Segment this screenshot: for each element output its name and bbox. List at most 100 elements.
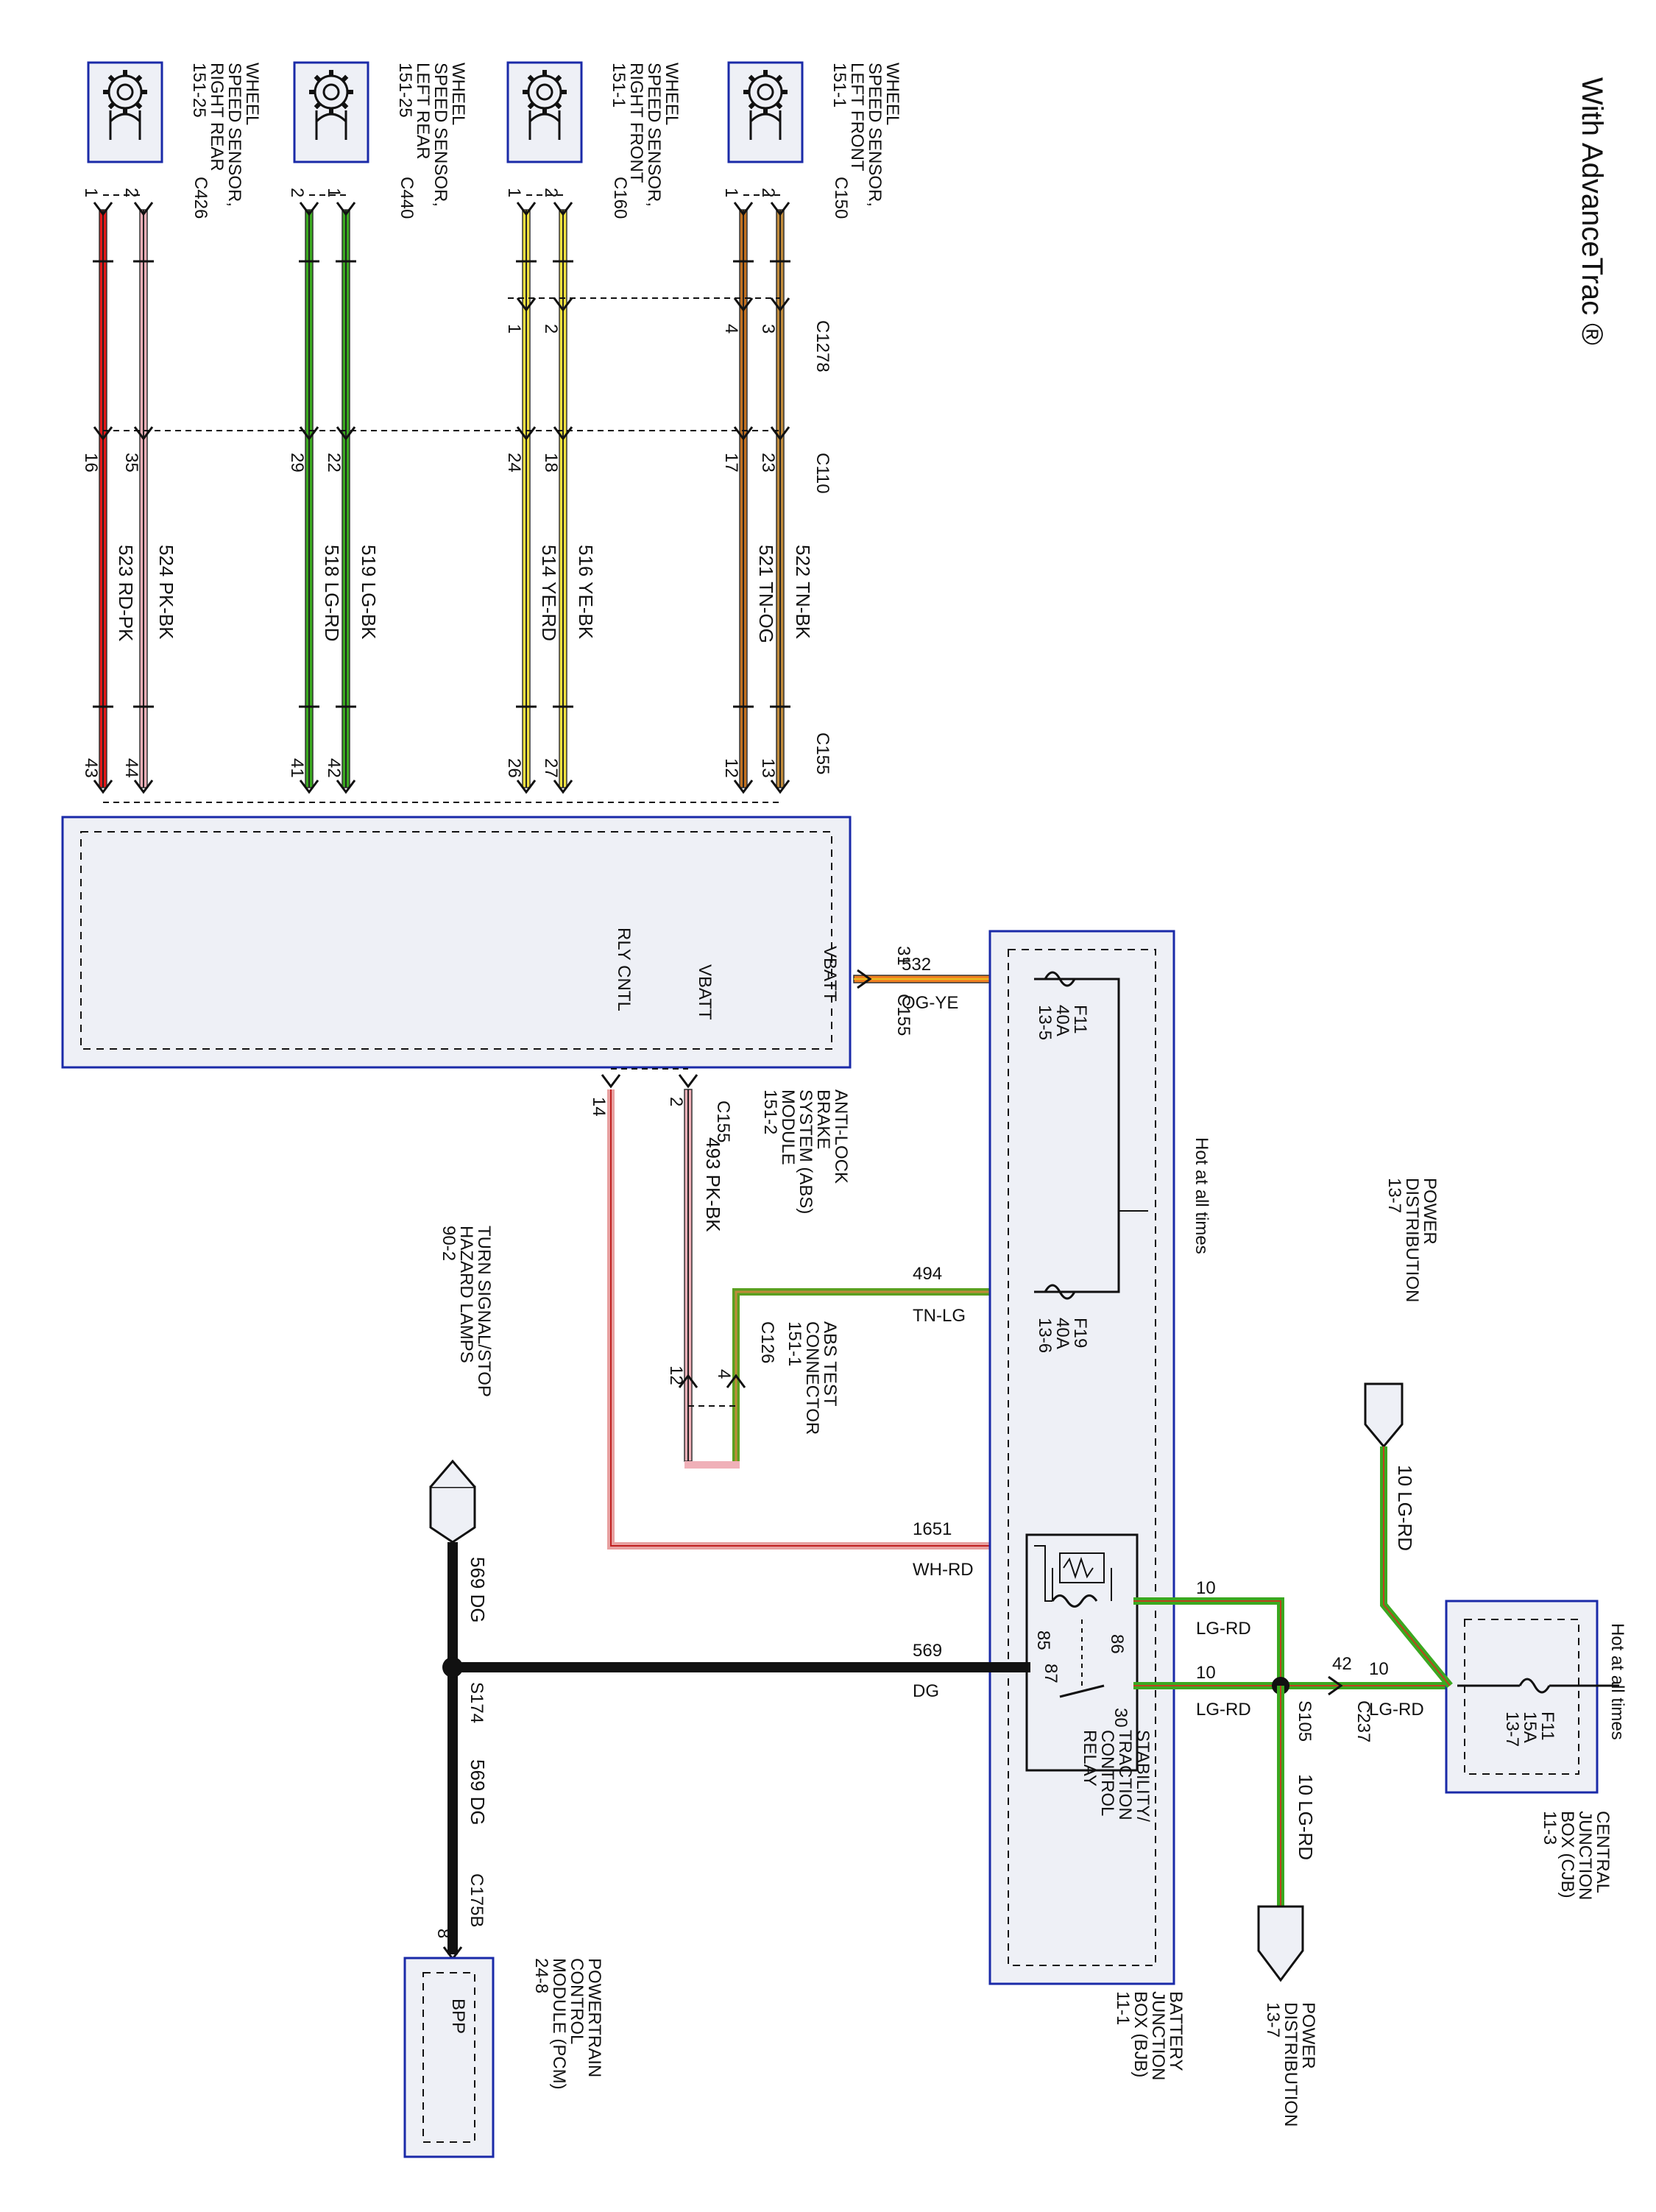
sensor-name-rf: SPEED SENSOR, — [644, 63, 664, 207]
pcm-name: POWERTRAIN — [584, 1958, 604, 2077]
sensor-name-lr: WHEEL — [448, 63, 468, 125]
gear-icon — [743, 70, 788, 114]
sensor-name-rr: WHEEL — [242, 63, 262, 125]
wire-494-stripe — [735, 1290, 1034, 1461]
power-dist-bottom-arrow — [1257, 1905, 1304, 1982]
abs-module-name: 151-2 — [760, 1089, 780, 1134]
cjb-name: BOX (CJB) — [1557, 1811, 1577, 1898]
bjb-name: 11-1 — [1113, 1991, 1133, 2025]
abs-module-inner — [80, 831, 832, 1050]
pin-label: 1 — [324, 188, 344, 197]
splice-label: S174 — [467, 1682, 486, 1723]
sensor-name-lr: 151-25 — [395, 63, 415, 118]
wire-label-10c: 10 LG-RD — [1295, 1774, 1317, 1860]
pcm-box — [403, 1957, 495, 2158]
test-loop — [684, 1461, 740, 1469]
pcm-name: MODULE (PCM) — [549, 1958, 569, 2090]
sensor-name-lf: SPEED SENSOR, — [865, 63, 885, 207]
cjb-name: 11-3 — [1540, 1811, 1560, 1845]
pin-label: 35 — [121, 453, 141, 473]
sensor-name-rr: RIGHT REAR — [207, 63, 227, 172]
connector-arrow — [336, 202, 356, 216]
cjb-box — [1445, 1600, 1599, 1794]
power-dist-top: POWER — [1420, 1178, 1440, 1245]
wire-label-532: 532 — [902, 955, 931, 975]
abs-pin-vbatt: VBATT — [820, 946, 840, 1002]
power-dist-top: 13-7 — [1384, 1178, 1404, 1213]
abs-pin-vbatt2: VBATT — [695, 964, 715, 1020]
relay-name: RELAY — [1080, 1730, 1100, 1787]
sensor-name-rr: 151-25 — [189, 63, 209, 118]
pin-label: 2 — [541, 324, 561, 333]
bjb-box — [988, 930, 1175, 1985]
fuse-cjb: 15A — [1520, 1711, 1540, 1743]
abs-test-name: CONNECTOR — [802, 1321, 822, 1435]
pin-label: 14 — [589, 1097, 609, 1117]
sensor-connector-rf: C160 — [610, 177, 630, 219]
connector-arrow — [770, 780, 790, 794]
abs-module-name: SYSTEM (ABS) — [796, 1089, 815, 1214]
fuse-f19-icon — [1044, 1284, 1076, 1300]
connector-arrow — [733, 426, 754, 441]
pin-label: 26 — [504, 758, 524, 778]
pin-label: 2 — [121, 188, 141, 197]
pin-label: 12 — [666, 1365, 686, 1385]
power-dist-bottom: 13-7 — [1263, 2002, 1283, 2038]
pin-label: 3 — [758, 324, 778, 333]
relay-pin: 86 — [1107, 1634, 1127, 1654]
connector-arrow — [299, 780, 319, 794]
abs-test-name: 151-1 — [785, 1321, 804, 1366]
bjb-bus — [1034, 978, 1120, 1293]
pcm-pin: BPP — [448, 1999, 468, 2034]
wire-label-569a: 569 DG — [467, 1557, 489, 1623]
power-dist-bottom: POWER — [1298, 2002, 1318, 2069]
pin-label: 1 — [81, 188, 101, 197]
connector-arrow — [336, 780, 356, 794]
connector-arrow — [770, 297, 790, 312]
wire-label-10e: 10 LG-RD — [1394, 1465, 1416, 1551]
connector-label: C237 — [1354, 1700, 1373, 1742]
connector-arrow — [601, 1074, 621, 1089]
sensor-name-lr: LEFT REAR — [413, 63, 433, 160]
pin-label: 22 — [324, 453, 344, 473]
wire-1651 — [607, 1089, 1034, 1550]
wire-label-514: 514 YE-RD — [538, 545, 560, 641]
relay-name: CONTROL — [1097, 1730, 1117, 1816]
bjb-name: JUNCTION — [1148, 1991, 1168, 2080]
turn-signal-arrow-tip — [429, 1459, 476, 1488]
c237-pin: 42 — [1332, 1654, 1352, 1674]
fuse-cjb: F11 — [1538, 1711, 1557, 1741]
connector-arrow — [733, 202, 754, 216]
bjb-inner — [1008, 949, 1156, 1966]
pin-label: 31 — [894, 946, 913, 966]
fuse-f19: 13-6 — [1035, 1318, 1055, 1353]
abs-module-name: BRAKE — [813, 1089, 833, 1149]
relay-coil-icon — [1051, 1594, 1098, 1608]
pin-label: 2 — [287, 188, 307, 197]
wire-10-relay86-stripe — [1133, 1600, 1281, 1686]
splice-s174 — [442, 1657, 463, 1678]
wire-label-493: 493 PK-BK — [702, 1137, 724, 1232]
connector-arrow — [299, 202, 319, 216]
splice-label: S105 — [1295, 1700, 1314, 1742]
wire-label-494-color: TN-LG — [913, 1306, 966, 1326]
fuse-f11: 40A — [1052, 1005, 1072, 1036]
fuse-cjb-icon — [1518, 1678, 1551, 1694]
pin-label: 2 — [541, 188, 561, 197]
power-dist-bottom: DISTRIBUTION — [1281, 2002, 1301, 2127]
sensor-coil-icon — [528, 110, 561, 140]
wire-label-10a: 10 — [1196, 1578, 1216, 1598]
fuse-cjb: 13-7 — [1502, 1711, 1522, 1747]
wire-1651-stripe — [610, 1089, 1034, 1547]
sensor-connector-rr: C426 — [191, 177, 210, 219]
turn-signal-name: 90-2 — [439, 1226, 459, 1261]
turn-signal-arrow — [429, 1485, 476, 1544]
abs-module-name: MODULE — [778, 1089, 798, 1165]
gear-icon — [103, 70, 147, 114]
pcm-name: CONTROL — [567, 1958, 587, 2044]
connector-label: C110 — [813, 453, 832, 494]
wire-label-523: 523 RD-PK — [115, 545, 137, 642]
pin-label: 23 — [758, 453, 778, 473]
connector-label: C175B — [467, 1873, 486, 1927]
